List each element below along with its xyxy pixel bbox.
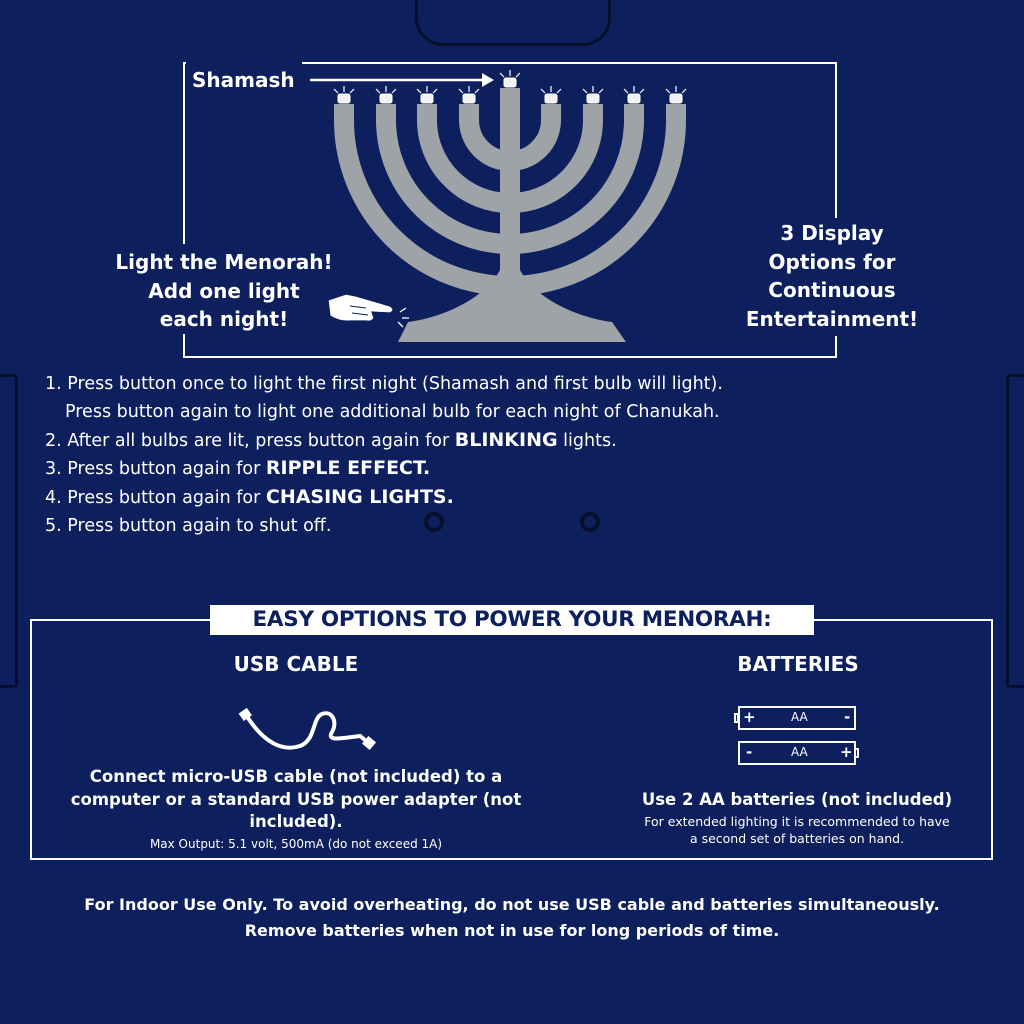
instruction-step-2: 2. After all bulbs are lit, press button… <box>45 428 617 451</box>
left-callout-line: Add one light <box>148 278 300 303</box>
mount-hole-right <box>580 512 600 532</box>
usb-cable-icon <box>238 708 377 751</box>
right-slot-outline <box>1006 374 1024 688</box>
safety-warning-line: Remove batteries when not in use for lon… <box>244 921 780 940</box>
usb-description-line: Connect micro-USB cable (not included) t… <box>89 767 503 786</box>
instruction-step-1: 1. Press button once to light the first … <box>45 374 723 394</box>
batteries-description: Use 2 AA batteries (not included) <box>641 790 953 809</box>
right-callout-line: Continuous <box>768 278 896 302</box>
menorah-icon <box>310 70 687 342</box>
usb-cable-description: Connect micro-USB cable (not included) t… <box>40 766 552 834</box>
menorah-diagram-frame <box>183 62 837 358</box>
left-callout: Light the Menorah! Add one light each ni… <box>100 248 348 334</box>
batteries-note-line: For extended lighting it is recommended … <box>644 814 950 829</box>
mount-hole-left <box>424 512 444 532</box>
battery-bottom: - AA + <box>738 741 859 765</box>
left-callout-line: each night! <box>159 307 289 331</box>
instruction-step-4: 4. Press button again for CHASING LIGHTS… <box>45 486 454 509</box>
power-options-title: EASY OPTIONS TO POWER YOUR MENORAH: <box>210 605 814 635</box>
menorah-base <box>398 270 626 342</box>
usb-max-output-note: Max Output: 5.1 volt, 500mA (do not exce… <box>149 837 443 851</box>
right-callout: 3 Display Options for Continuous Enterta… <box>722 219 942 333</box>
batteries-note-line: a second set of batteries on hand. <box>689 831 905 846</box>
shamash-label: Shamash <box>192 68 295 92</box>
safety-warning-line: For Indoor Use Only. To avoid overheatin… <box>84 895 940 914</box>
batteries-note: For extended lighting it is recommended … <box>580 813 1014 847</box>
right-callout-line: Options for <box>768 249 896 274</box>
shamash-arrow-head <box>482 73 494 87</box>
battery-icon: + AA - - AA + <box>734 706 862 770</box>
right-callout-line: Entertainment! <box>745 306 919 331</box>
batteries-title: BATTERIES <box>737 652 859 676</box>
left-callout-line: Light the Menorah! <box>115 250 333 274</box>
usb-cable-title: USB CABLE <box>233 652 359 676</box>
instruction-step-1-continued: Press button again to light one addition… <box>65 401 720 422</box>
instructions-list: 1. Press button once to light the first … <box>45 371 945 541</box>
left-slot-outline <box>0 374 18 688</box>
right-callout-line: 3 Display <box>780 221 884 245</box>
usb-description-line: computer or a standard USB power adapter… <box>70 789 522 809</box>
pointing-hand-icon <box>327 293 409 328</box>
instruction-step-3: 3. Press button again for RIPPLE EFFECT. <box>45 457 431 480</box>
hang-tab-outline <box>415 0 611 46</box>
instruction-step-5: 5. Press button again to shut off. <box>45 515 332 536</box>
battery-top: + AA - <box>734 706 856 730</box>
safety-warning: For Indoor Use Only. To avoid overheatin… <box>0 892 1024 944</box>
usb-description-line: included). <box>249 812 343 831</box>
